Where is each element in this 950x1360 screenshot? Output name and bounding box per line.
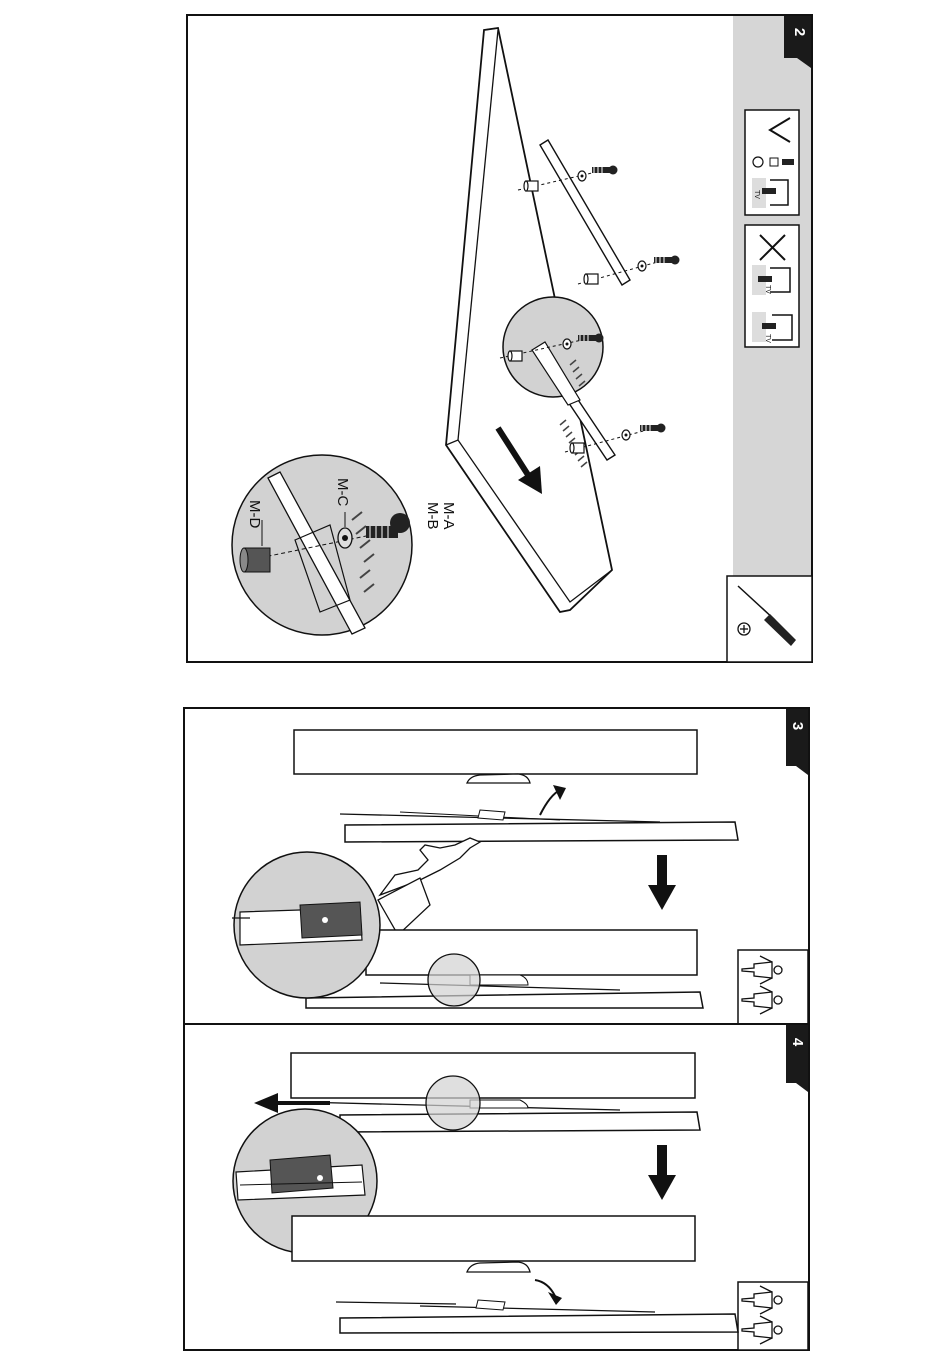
step-2-number: 2 bbox=[791, 28, 808, 36]
step-3-number: 3 bbox=[789, 722, 806, 730]
hook-upper bbox=[467, 774, 530, 783]
label-m-b: M-B bbox=[424, 502, 441, 530]
step-4-number: 4 bbox=[789, 1038, 806, 1047]
step-4-tab bbox=[786, 1025, 808, 1092]
two-persons-box-3 bbox=[738, 950, 808, 1024]
wall-plate-lower bbox=[366, 930, 697, 975]
wall-plate-upper bbox=[294, 730, 697, 774]
tv-label-3: TV bbox=[764, 334, 771, 343]
step-4-panel: 4 bbox=[184, 1024, 809, 1350]
label-m-c: M-C bbox=[334, 478, 351, 506]
spacer-m-d bbox=[240, 548, 270, 572]
detail-zoom-circle-3 bbox=[232, 852, 380, 998]
step-3-panel: 3 bbox=[184, 708, 809, 1024]
detail-marker-3 bbox=[428, 954, 480, 1006]
phillips-icon bbox=[738, 623, 750, 635]
incorrect-installation-box: TV TV bbox=[745, 225, 799, 347]
tv-label-2: TV bbox=[764, 285, 771, 294]
tool-box bbox=[727, 576, 812, 662]
wall-plate-upper-4 bbox=[291, 1053, 695, 1098]
step-3-tab bbox=[786, 709, 808, 775]
detail-marker-4 bbox=[426, 1076, 480, 1130]
two-persons-box-4 bbox=[738, 1282, 808, 1350]
label-m-d: M-D bbox=[246, 500, 263, 528]
correct-installation-box: TV bbox=[745, 110, 799, 215]
tv-label-1: TV bbox=[753, 190, 760, 199]
washer-m-c bbox=[338, 528, 352, 548]
detail-zoom-circle-large: M-D M-C bbox=[232, 455, 412, 635]
step-2-panel: 2 TV TV TV bbox=[187, 15, 812, 662]
wall-plate-lower-4 bbox=[292, 1216, 695, 1261]
hook-lower-4 bbox=[467, 1262, 530, 1272]
label-m-a: M-A bbox=[440, 502, 457, 530]
